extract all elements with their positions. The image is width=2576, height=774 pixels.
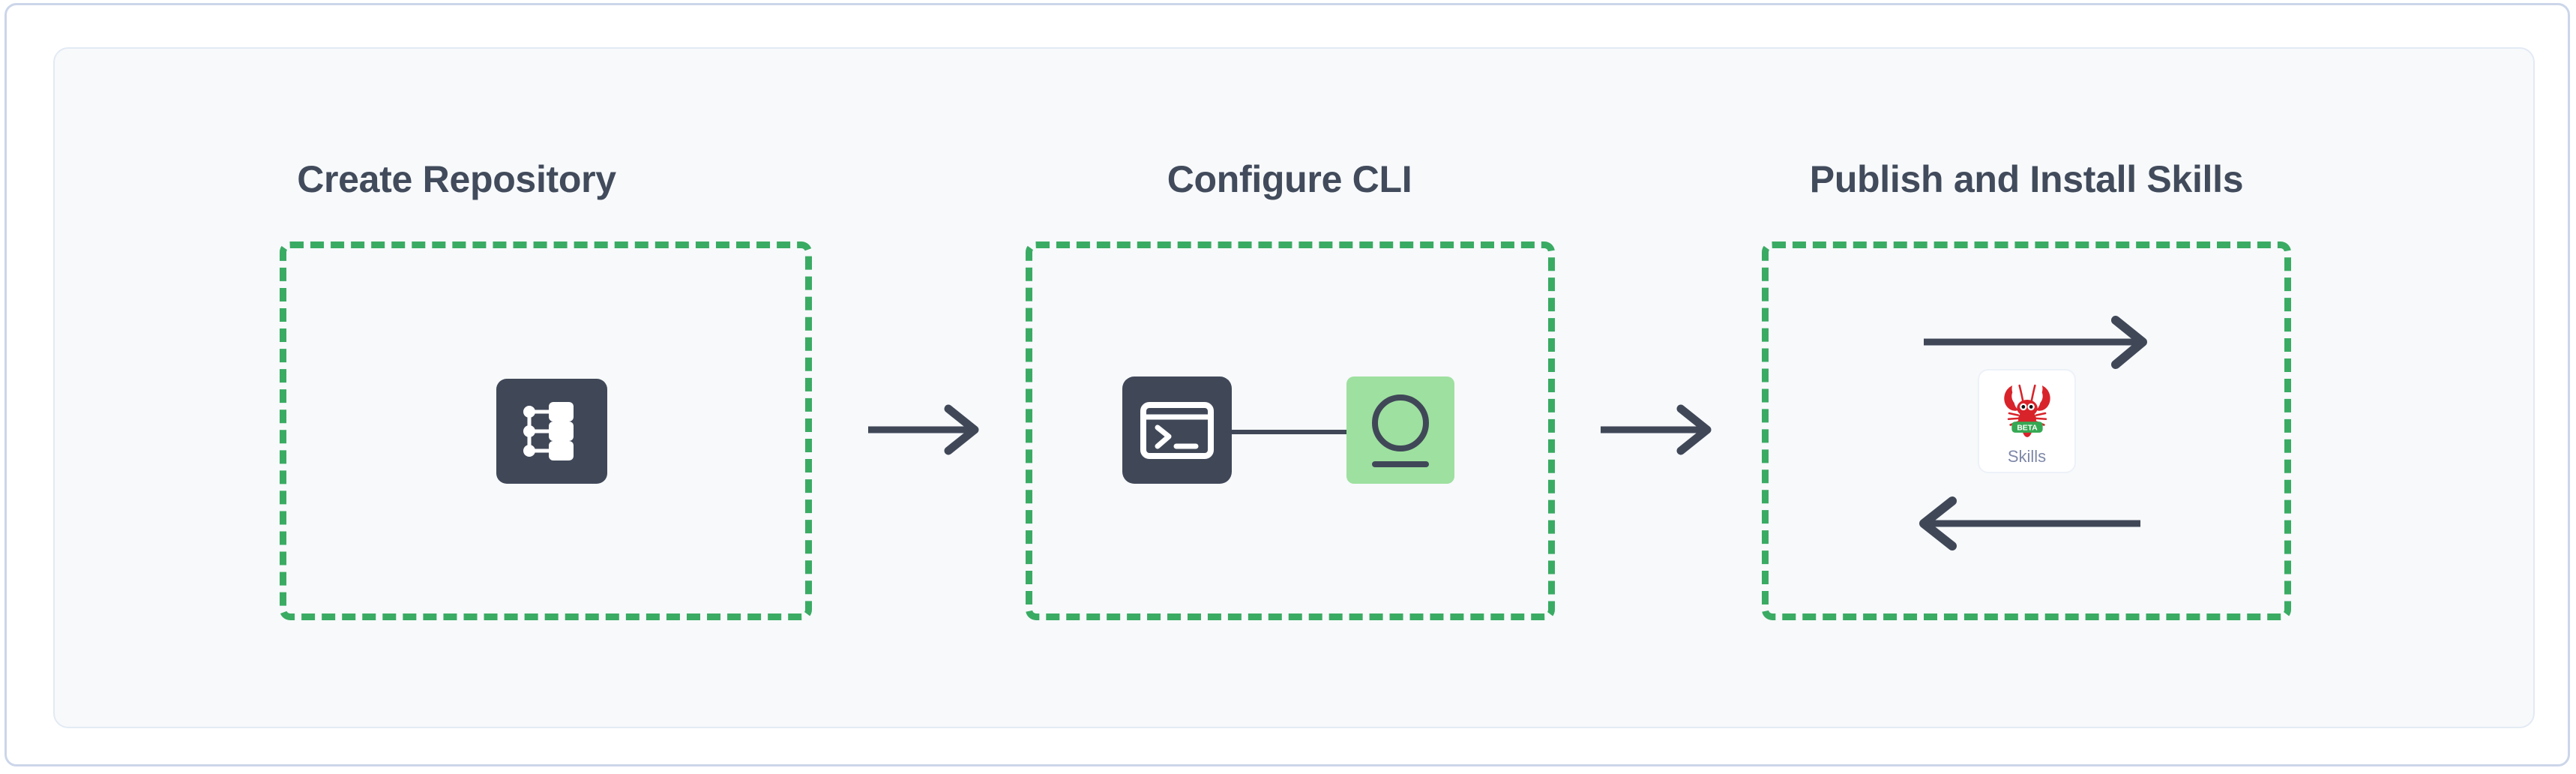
step-box-create-repository	[280, 242, 812, 620]
step-title-publish-and-install-skills: Publish and Install Skills	[1809, 158, 2244, 200]
repository-tree-icon	[496, 379, 607, 484]
skills-card-label: Skills	[2007, 447, 2047, 466]
step-title-configure-cli: Configure CLI	[1167, 158, 1412, 200]
step-box-configure-cli	[1026, 242, 1555, 620]
step-box-publish-and-install-skills	[1762, 242, 2291, 620]
user-account-icon	[1346, 376, 1454, 484]
step-title-create-repository: Create Repository	[297, 158, 616, 200]
arrow-step2-to-step3	[1601, 404, 1712, 455]
terminal-icon	[1122, 376, 1232, 484]
cli-to-account-link	[1232, 430, 1346, 434]
skills-card[interactable]: BETA Skills	[1978, 369, 2076, 473]
beta-badge-text: BETA	[2017, 424, 2038, 432]
lobster-mascot-icon: BETA	[1995, 376, 2059, 445]
arrow-step1-to-step2	[868, 404, 979, 455]
